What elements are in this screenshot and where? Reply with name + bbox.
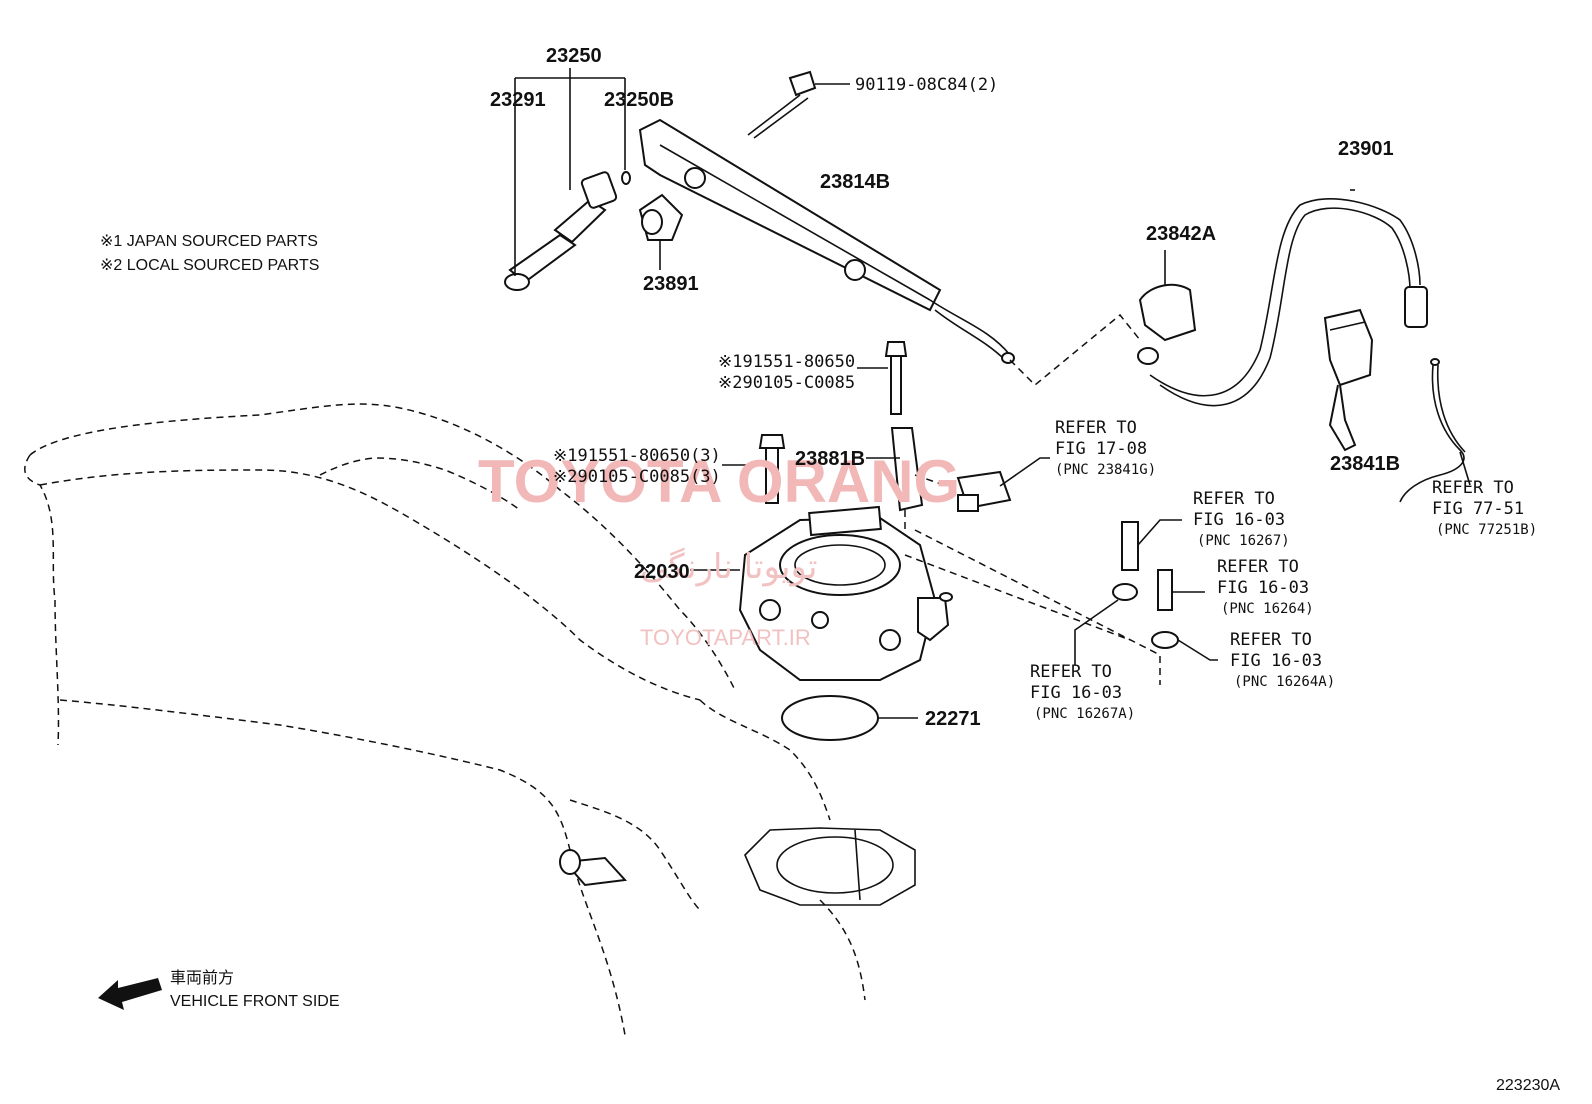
svg-text:FIG 16-03: FIG 16-03 bbox=[1193, 510, 1285, 530]
svg-text:FIG 16-03: FIG 16-03 bbox=[1217, 578, 1309, 598]
svg-text:REFER TO: REFER TO bbox=[1432, 478, 1514, 498]
label-bolt-triple-2[interactable]: ※290105-C0085(3) bbox=[553, 467, 721, 487]
svg-text:(PNC 77251B): (PNC 77251B) bbox=[1436, 522, 1537, 538]
note-japan-sourced: ※1 JAPAN SOURCED PARTS bbox=[100, 233, 318, 250]
intake-flange bbox=[744, 827, 916, 906]
delivery-pipe-bolt bbox=[747, 70, 850, 139]
svg-text:REFER TO: REFER TO bbox=[1055, 418, 1137, 438]
svg-text:(PNC 23841G): (PNC 23841G) bbox=[1055, 462, 1156, 478]
front-label-japanese: 車両前方 bbox=[170, 969, 234, 987]
svg-text:(PNC 16267A): (PNC 16267A) bbox=[1034, 706, 1135, 722]
label-90119[interactable]: 90119-08C84(2) bbox=[855, 75, 998, 95]
svg-text:(PNC 16264): (PNC 16264) bbox=[1221, 601, 1314, 617]
label-23291[interactable]: 23291 bbox=[490, 89, 546, 111]
watermark-brand: TOYOTA ORANG bbox=[478, 448, 960, 515]
fuel-hose bbox=[1137, 189, 1428, 407]
bracket-bolt bbox=[857, 341, 908, 415]
label-22030[interactable]: 22030 bbox=[634, 561, 690, 583]
figure-id: 223230A bbox=[1496, 1077, 1560, 1094]
ref-77251b[interactable]: REFER TO FIG 77-51 (PNC 77251B) bbox=[1432, 478, 1537, 538]
svg-text:REFER TO: REFER TO bbox=[1030, 662, 1112, 682]
label-23841b[interactable]: 23841B bbox=[1330, 453, 1400, 475]
label-23250b[interactable]: 23250B bbox=[604, 89, 674, 111]
hose-clip bbox=[1138, 250, 1197, 342]
svg-text:REFER TO: REFER TO bbox=[1217, 557, 1299, 577]
fuel-delivery-pipe bbox=[638, 118, 1141, 387]
label-23881b[interactable]: 23881B bbox=[795, 448, 865, 470]
hose-connections bbox=[904, 519, 1218, 685]
svg-text:FIG 16-03: FIG 16-03 bbox=[1230, 651, 1322, 671]
label-23814b[interactable]: 23814B bbox=[820, 171, 890, 193]
label-23891[interactable]: 23891 bbox=[643, 273, 699, 295]
watermark-persian: تویوتا نارنگی bbox=[640, 547, 818, 587]
front-label-english: VEHICLE FRONT SIDE bbox=[170, 993, 340, 1010]
svg-text:(PNC 16267): (PNC 16267) bbox=[1197, 533, 1290, 549]
ref-16264a[interactable]: REFER TO FIG 16-03 (PNC 16264A) bbox=[1230, 630, 1335, 690]
label-23842a[interactable]: 23842A bbox=[1146, 223, 1216, 245]
ref-16267a[interactable]: REFER TO FIG 16-03 (PNC 16267A) bbox=[1030, 662, 1135, 722]
label-bolt-single-1[interactable]: ※191551-80650 bbox=[718, 352, 855, 372]
label-22271[interactable]: 22271 bbox=[925, 708, 981, 730]
svg-text:FIG 16-03: FIG 16-03 bbox=[1030, 683, 1122, 703]
injector-insulator bbox=[638, 193, 684, 270]
svg-text:REFER TO: REFER TO bbox=[1193, 489, 1275, 509]
pcv-pipe bbox=[559, 849, 628, 887]
label-bolt-single-2[interactable]: ※290105-C0085 bbox=[718, 373, 855, 393]
watermark-site: TOYOTAPART.IR bbox=[640, 625, 811, 650]
vsv-connector bbox=[914, 457, 1050, 512]
label-23250[interactable]: 23250 bbox=[546, 45, 602, 67]
label-bolt-triple-1[interactable]: ※191551-80650(3) bbox=[553, 446, 721, 466]
front-arrow-icon bbox=[98, 978, 162, 1010]
throttle-bolts bbox=[722, 434, 786, 504]
throttle-body bbox=[690, 505, 953, 681]
ref-16267[interactable]: REFER TO FIG 16-03 (PNC 16267) bbox=[1193, 489, 1290, 549]
sensor-bracket bbox=[1323, 308, 1374, 452]
label-23901[interactable]: 23901 bbox=[1338, 138, 1394, 160]
svg-text:FIG 17-08: FIG 17-08 bbox=[1055, 439, 1147, 459]
engine-outline bbox=[24, 403, 866, 1036]
ref-23841g[interactable]: REFER TO FIG 17-08 (PNC 23841G) bbox=[1055, 418, 1156, 478]
note-local-sourced: ※2 LOCAL SOURCED PARTS bbox=[100, 257, 319, 274]
harness-wire bbox=[1399, 358, 1471, 503]
throttle-gasket bbox=[781, 695, 918, 741]
ref-16264[interactable]: REFER TO FIG 16-03 (PNC 16264) bbox=[1217, 557, 1314, 617]
svg-text:FIG 77-51: FIG 77-51 bbox=[1432, 499, 1524, 519]
svg-text:REFER TO: REFER TO bbox=[1230, 630, 1312, 650]
svg-text:(PNC 16264A): (PNC 16264A) bbox=[1234, 674, 1335, 690]
injector-callout bbox=[514, 68, 626, 276]
fuel-injector bbox=[504, 171, 631, 291]
